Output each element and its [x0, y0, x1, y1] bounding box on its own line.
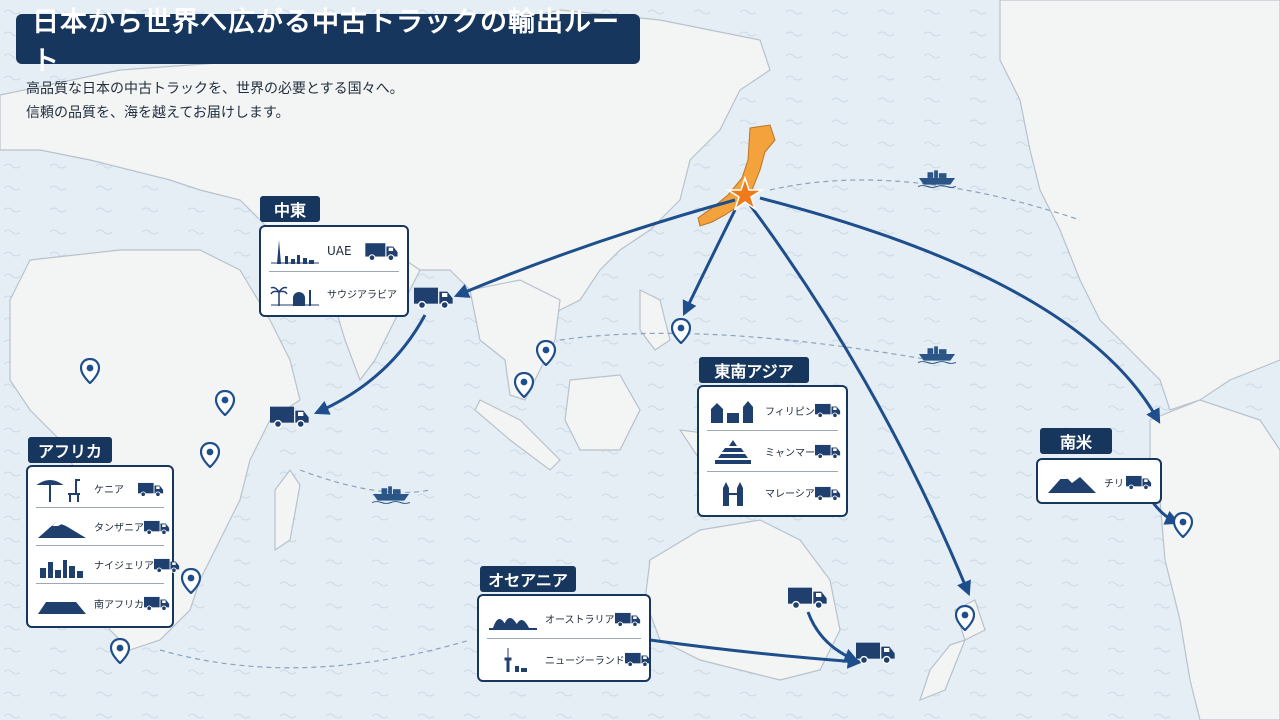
truck-icon — [154, 557, 180, 573]
region-panel-oceania: オーストラリア ニュージーランド — [477, 594, 651, 682]
sumatra-land — [474, 399, 561, 471]
region-panel-middle-east: UAE サウジアラビア — [259, 225, 409, 317]
truck-icon — [814, 485, 841, 501]
pagoda-icon — [715, 440, 751, 464]
north-america-land — [999, 0, 1280, 411]
route-to-philippines — [682, 209, 737, 317]
region-label-africa: アフリカ — [28, 437, 112, 463]
twin-towers-icon — [723, 481, 743, 506]
dashed-route-sea — [559, 332, 931, 361]
country-name: サウジアラビア — [327, 289, 397, 301]
country-row-myanmar: ミャンマー — [707, 431, 841, 472]
country-row-new-zealand: ニュージーランド — [487, 639, 651, 679]
region-label-oceania: オセアニア — [480, 566, 576, 592]
newzealand-south-land — [919, 639, 967, 702]
opera-house-icon — [489, 617, 537, 630]
sky-tower-icon — [504, 648, 527, 672]
country-name: ケニア — [94, 485, 124, 496]
route-to-new-zealand — [748, 204, 971, 597]
country-name: 南アフリカ — [94, 599, 144, 611]
truck-icon — [144, 519, 170, 535]
region-panel-southeast-asia: フィリピン ミャンマー マレーシア — [697, 385, 848, 517]
truck-icon — [365, 242, 399, 261]
dashed-route-indian — [299, 469, 431, 494]
route-to-south-america — [759, 196, 1161, 424]
country-row-kenya: ケニア — [36, 470, 164, 508]
country-row-tanzania: タンザニア — [36, 508, 170, 546]
country-name: ミャンマー — [765, 447, 815, 459]
country-row-uae: UAE — [269, 230, 399, 272]
country-name: チリ — [1104, 478, 1124, 490]
truck-icon — [1126, 475, 1152, 490]
andes-mountain-icon — [1048, 475, 1096, 493]
country-row-saudi-arabia: サウジアラビア — [269, 272, 399, 314]
city-skyline-icon — [40, 559, 83, 578]
country-name: ニュージーランド — [545, 655, 625, 667]
region-panel-africa: ケニア タンザニア ナイジェリア 南アフリカ — [26, 465, 180, 628]
route-australia-east — [806, 611, 860, 663]
giraffe-tree-icon — [36, 478, 80, 502]
route-to-middle-east — [453, 198, 736, 298]
country-row-australia: オーストラリア — [487, 599, 641, 639]
country-row-malaysia: マレーシア — [707, 472, 841, 513]
country-name: オーストラリア — [545, 615, 615, 626]
table-mountain-icon — [38, 602, 86, 614]
country-row-south-africa: 南アフリカ — [36, 584, 170, 622]
truck-icon — [615, 611, 641, 627]
region-label-south-america: 南米 — [1040, 428, 1112, 454]
region-panel-south-america: チリ — [1036, 458, 1162, 504]
country-name: フィリピン — [765, 406, 815, 418]
country-name: UAE — [327, 243, 352, 258]
country-row-nigeria: ナイジェリア — [36, 546, 180, 584]
region-label-southeast-asia: 東南アジア — [699, 357, 809, 383]
truck-icon — [814, 403, 841, 418]
subtitle-line-2: 信頼の品質を、海を越えてお届けします。 — [26, 105, 290, 121]
dashed-route-africa-south — [159, 639, 471, 669]
church-icon — [711, 401, 753, 423]
borneo-land — [564, 374, 641, 451]
philippines-land — [639, 289, 671, 351]
truck-icon — [815, 444, 841, 459]
route-to-east-africa — [313, 314, 427, 415]
country-row-philippines: フィリピン — [707, 390, 841, 431]
truck-icon — [144, 596, 170, 611]
country-name: マレーシア — [765, 489, 815, 500]
page-title: 日本から世界へ広がる中古トラックの輸出ルート — [16, 7, 640, 77]
japan-star-icon — [725, 175, 765, 211]
palm-mosque-icon — [270, 286, 319, 306]
truck-icon — [624, 652, 651, 667]
country-name: タンザニア — [94, 523, 144, 534]
country-row-chile: チリ — [1046, 463, 1152, 501]
burj-skyline-icon — [271, 239, 319, 264]
japan-land — [697, 124, 776, 227]
truck-icon — [138, 481, 164, 497]
subtitle-line-1: 高品質な日本の中古トラックを、世界の必要とする国々へ。 — [26, 81, 404, 97]
country-name: ナイジェリア — [94, 561, 154, 572]
route-oceania-nz — [649, 638, 863, 669]
madagascar-land — [274, 468, 301, 552]
region-label-middle-east: 中東 — [260, 196, 320, 222]
kilimanjaro-icon — [38, 521, 86, 538]
